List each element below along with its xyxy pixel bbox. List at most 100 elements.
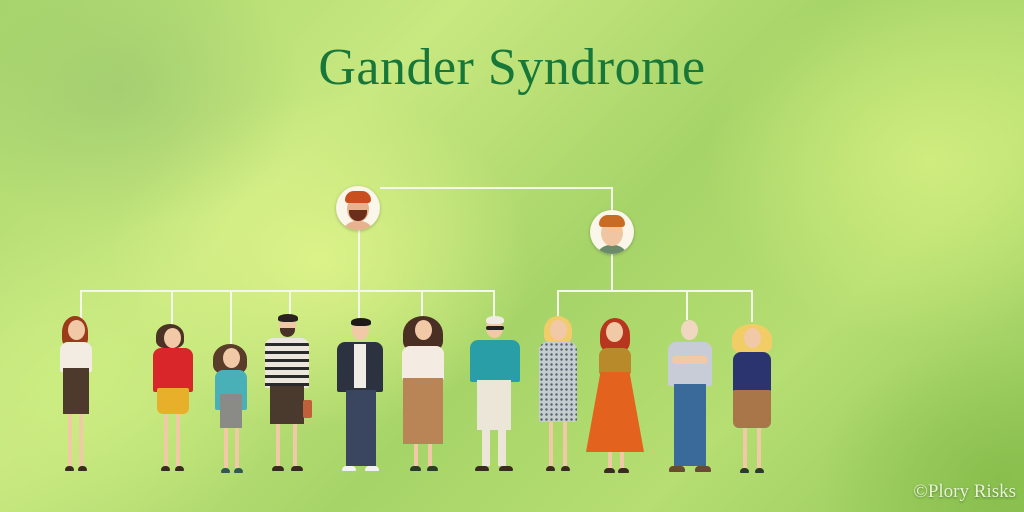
- head: [415, 320, 432, 340]
- head: [606, 322, 623, 342]
- leg: [79, 414, 83, 466]
- right-sibling-bar: [557, 290, 753, 292]
- leg: [620, 452, 624, 468]
- shirt: [470, 340, 520, 382]
- inner-shirt: [354, 344, 366, 388]
- child-drop-line: [421, 290, 423, 318]
- jeans: [674, 384, 706, 466]
- shoe: [175, 466, 184, 471]
- father-beard: [349, 210, 367, 221]
- leg: [176, 414, 180, 466]
- shoe: [234, 468, 243, 473]
- leg: [757, 428, 761, 468]
- top: [599, 348, 631, 374]
- long-skirt: [586, 372, 644, 452]
- leg: [743, 428, 747, 468]
- parents-link-line: [380, 187, 613, 189]
- dress: [220, 394, 242, 428]
- leg: [235, 428, 239, 468]
- leg: [164, 414, 168, 466]
- sunglasses: [486, 326, 504, 330]
- shoe: [618, 468, 629, 473]
- shoe: [475, 466, 489, 471]
- left-sibling-bar: [80, 290, 495, 292]
- father-hair: [345, 191, 371, 203]
- shoe: [410, 466, 421, 471]
- child-figure: [401, 316, 445, 476]
- leg: [428, 444, 432, 466]
- leg: [293, 424, 297, 466]
- shoe: [65, 466, 74, 471]
- skirt: [403, 378, 443, 444]
- child-drop-line: [557, 290, 559, 318]
- child-figure: [150, 324, 194, 476]
- sweater: [668, 342, 712, 386]
- patterned-dress: [539, 342, 577, 422]
- shoe: [561, 466, 570, 471]
- head: [550, 320, 567, 340]
- hair: [278, 314, 298, 322]
- mother-headwrap: [599, 215, 625, 227]
- head: [164, 328, 181, 348]
- shoe: [546, 466, 555, 471]
- skirt: [157, 388, 189, 414]
- leg: [482, 428, 490, 466]
- child-figure: [54, 316, 98, 476]
- shoe: [342, 466, 356, 471]
- leg: [276, 424, 280, 466]
- child-figure: [470, 316, 520, 476]
- shoe: [221, 468, 230, 473]
- bag: [303, 400, 312, 418]
- child-drop-line: [171, 290, 173, 326]
- leg: [549, 422, 553, 466]
- father-shoulders: [342, 221, 374, 230]
- child-figure: [263, 314, 313, 476]
- mother-drop-line: [611, 187, 613, 211]
- cap: [486, 316, 504, 324]
- leg: [563, 422, 567, 466]
- child-drop-line: [493, 290, 495, 318]
- shorts: [270, 386, 304, 424]
- shoe: [78, 466, 87, 471]
- shoe: [365, 466, 379, 471]
- page-title: Gander Syndrome: [318, 39, 706, 96]
- leg: [68, 414, 72, 466]
- shoe: [740, 468, 749, 473]
- father-avatar: [336, 186, 380, 230]
- child-figure: [666, 320, 714, 476]
- shoe: [291, 466, 303, 471]
- skirt: [733, 390, 771, 428]
- leg: [498, 428, 506, 466]
- beard: [280, 328, 295, 337]
- head: [223, 348, 240, 368]
- skirt: [63, 368, 89, 414]
- bald-head: [681, 320, 698, 340]
- top: [733, 352, 771, 392]
- head: [68, 320, 85, 340]
- child-figure: [337, 318, 385, 476]
- child-figure: [209, 344, 253, 476]
- child-drop-line: [686, 290, 688, 320]
- shoe: [272, 466, 284, 471]
- blouse: [402, 346, 444, 380]
- child-figure: [730, 324, 774, 476]
- mother-shoulders: [596, 245, 628, 254]
- leg: [608, 452, 612, 468]
- shoe: [161, 466, 170, 471]
- trousers: [346, 390, 376, 466]
- shoe: [499, 466, 513, 471]
- watermark: ©Plory Risks: [913, 481, 1016, 502]
- father-stem-line: [358, 230, 360, 318]
- striped-shirt: [265, 338, 309, 388]
- child-figure: [536, 316, 580, 476]
- shoe: [695, 466, 711, 472]
- leg: [224, 428, 228, 468]
- trousers: [477, 380, 511, 430]
- shoe: [755, 468, 764, 473]
- hair: [351, 318, 371, 326]
- top: [60, 342, 92, 372]
- leg: [414, 444, 418, 466]
- child-drop-line: [751, 290, 753, 322]
- child-drop-line: [289, 290, 291, 316]
- mother-avatar: [590, 210, 634, 254]
